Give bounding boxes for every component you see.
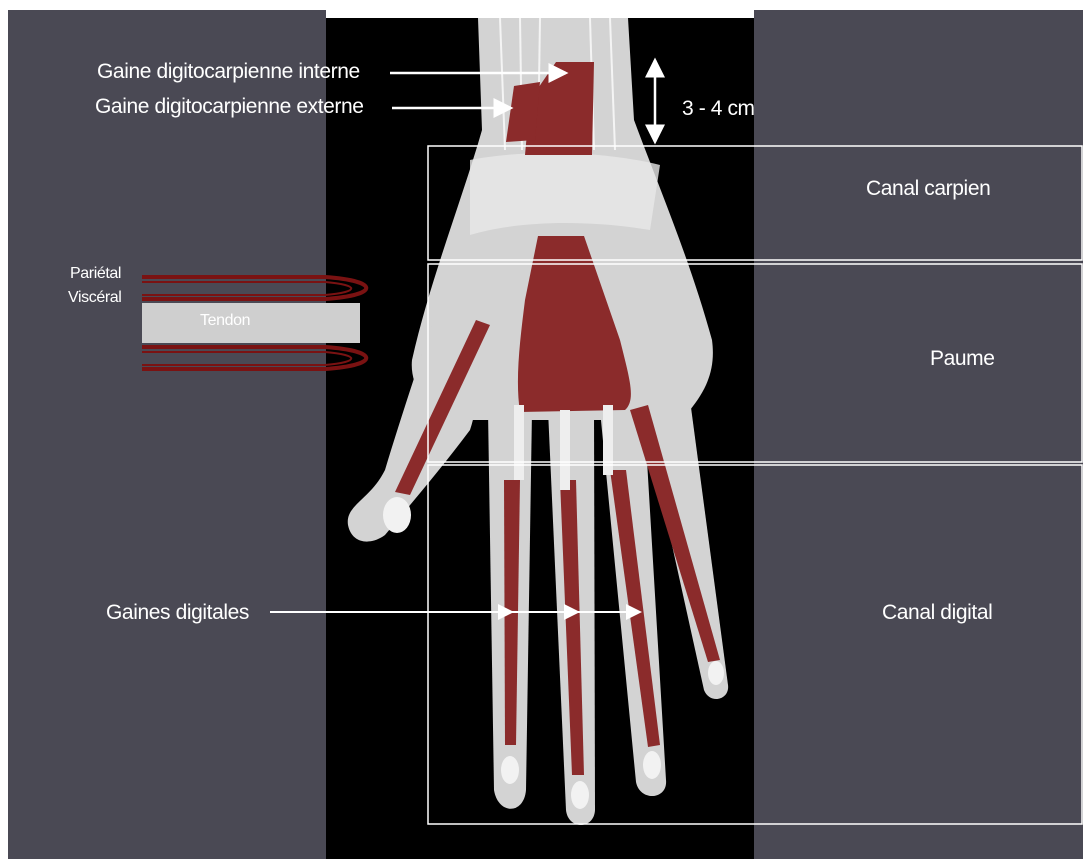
gaines-digitales-label: Gaines digitales xyxy=(106,601,249,625)
gaine-externe-label: Gaine digitocarpienne externe xyxy=(95,95,364,119)
tendon-bar xyxy=(142,303,360,343)
distance-label: 3 - 4 cm xyxy=(682,97,755,121)
canal-carpien-label: Canal carpien xyxy=(866,177,990,201)
canal-digital-label: Canal digital xyxy=(882,601,992,625)
tendon-label: Tendon xyxy=(200,312,250,330)
left-panel xyxy=(8,10,326,859)
right-panel xyxy=(754,10,1083,859)
parietal-label: Pariétal xyxy=(70,265,121,283)
paume-label: Paume xyxy=(930,347,995,371)
visceral-label: Viscéral xyxy=(68,289,121,307)
carpal-ligament xyxy=(470,153,660,235)
gaine-interne-label: Gaine digitocarpienne interne xyxy=(97,60,360,84)
